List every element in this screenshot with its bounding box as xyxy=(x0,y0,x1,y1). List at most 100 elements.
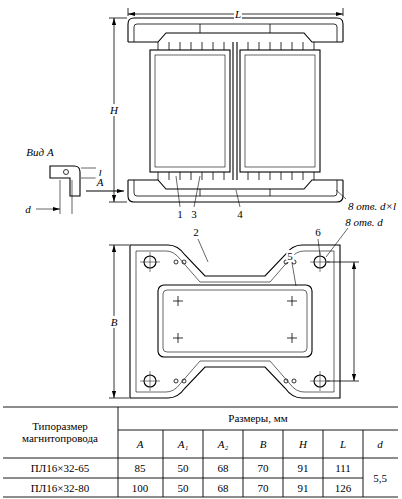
table-cell: 68 xyxy=(217,482,230,494)
terminal-pin xyxy=(213,172,214,180)
callout-number: 1 xyxy=(176,208,184,220)
table-cell: 70 xyxy=(257,482,270,494)
terminal-pin xyxy=(224,172,225,180)
table-cell: 91 xyxy=(297,462,310,474)
bottom-clamp xyxy=(128,180,343,202)
table-cell: 50 xyxy=(177,462,190,474)
bottom-clamp-inner xyxy=(134,180,337,196)
terminal-pin xyxy=(191,172,192,180)
top-clamp-bend xyxy=(200,24,270,33)
bottom-clamp-bend xyxy=(200,189,270,196)
table-header: Типоразмер магнитопровода xyxy=(5,420,115,444)
table-header: H xyxy=(298,438,308,450)
terminal-pin xyxy=(158,172,159,180)
terminal-pin xyxy=(303,42,304,50)
table-header: Размеры, мм xyxy=(227,412,288,424)
terminal-pin xyxy=(202,172,203,180)
dimension-label: d xyxy=(24,203,32,215)
core-outline xyxy=(158,285,312,357)
view-letter: A xyxy=(96,176,105,188)
table-header: d xyxy=(376,438,384,450)
terminal-pin xyxy=(259,172,260,180)
coil xyxy=(150,50,230,172)
bottom-clamp-flange xyxy=(128,180,343,189)
terminal-pin xyxy=(281,172,282,180)
table-header: A₂ xyxy=(217,438,230,450)
table-cell: 70 xyxy=(257,462,270,474)
terminal-pin xyxy=(180,172,181,180)
table-cell: 91 xyxy=(297,482,310,494)
table-cell: 126 xyxy=(334,482,353,494)
table-cell: ПЛ16×32-65 xyxy=(30,462,90,474)
table-cell: 5,5 xyxy=(372,472,388,484)
extension-line xyxy=(81,168,96,178)
table-cell: 100 xyxy=(131,482,150,494)
rivet xyxy=(284,379,288,383)
dimension-label: B xyxy=(110,316,119,328)
top-clamp-flange xyxy=(128,33,343,42)
terminal-pin xyxy=(292,42,293,50)
rivet xyxy=(174,260,178,264)
terminal-pin xyxy=(248,172,249,180)
terminal-pin xyxy=(248,42,249,50)
cross-mark xyxy=(173,296,297,343)
rivet xyxy=(174,379,178,383)
coil-inner xyxy=(245,55,315,167)
extension-line xyxy=(327,262,359,381)
coil xyxy=(240,50,320,172)
center-line xyxy=(140,252,330,391)
callout-number: 6 xyxy=(314,226,322,238)
terminal-pin xyxy=(270,42,271,50)
table-cell: ПЛ16×32-80 xyxy=(30,482,90,494)
terminal-pin xyxy=(191,42,192,50)
table-header: A xyxy=(136,438,145,450)
terminal-pins xyxy=(158,42,314,383)
terminal-pin xyxy=(224,42,225,50)
terminal-pin xyxy=(314,172,315,180)
table-header: L xyxy=(339,438,347,450)
table-header: B xyxy=(259,438,268,450)
core xyxy=(233,42,237,180)
table-cell: 85 xyxy=(134,462,147,474)
hole-note: 8 отв. d xyxy=(344,216,383,228)
terminal-pin xyxy=(158,42,159,50)
callout-number: 4 xyxy=(236,208,244,220)
core-inner xyxy=(163,290,307,352)
extension-line xyxy=(109,245,129,398)
table-cell: 111 xyxy=(334,462,352,474)
view-a-hole xyxy=(64,170,69,175)
dimension-label: L xyxy=(234,8,242,20)
dimension-line xyxy=(36,209,60,210)
view-arrow xyxy=(86,190,124,191)
extension-line xyxy=(60,180,72,214)
rivet xyxy=(292,379,296,383)
table-rule xyxy=(118,407,363,497)
top-clamp xyxy=(128,18,343,42)
terminal-pin xyxy=(270,172,271,180)
terminal-pin xyxy=(213,42,214,50)
dimension-line xyxy=(354,262,355,381)
terminal-pin xyxy=(180,42,181,50)
terminal-pin xyxy=(169,42,170,50)
terminal-pin xyxy=(303,172,304,180)
terminal-pin xyxy=(314,42,315,50)
view-a-section xyxy=(50,166,80,196)
terminal-pin xyxy=(281,42,282,50)
dimension-label: H xyxy=(109,104,119,116)
extension-line xyxy=(109,18,127,202)
terminal-pin xyxy=(292,172,293,180)
rivet xyxy=(182,260,186,264)
table-header: A₁ xyxy=(177,438,190,450)
terminal-pin xyxy=(169,172,170,180)
callout-number: 2 xyxy=(192,226,200,238)
table-rule xyxy=(3,407,398,497)
view-label: Вид А xyxy=(25,146,54,158)
leader-line xyxy=(198,228,348,286)
base-plate-inner xyxy=(136,251,334,392)
callout-number: 3 xyxy=(190,208,198,220)
base-plate xyxy=(130,245,340,398)
leader-line xyxy=(176,176,346,207)
terminal-pin xyxy=(202,42,203,50)
terminal-pin xyxy=(259,42,260,50)
